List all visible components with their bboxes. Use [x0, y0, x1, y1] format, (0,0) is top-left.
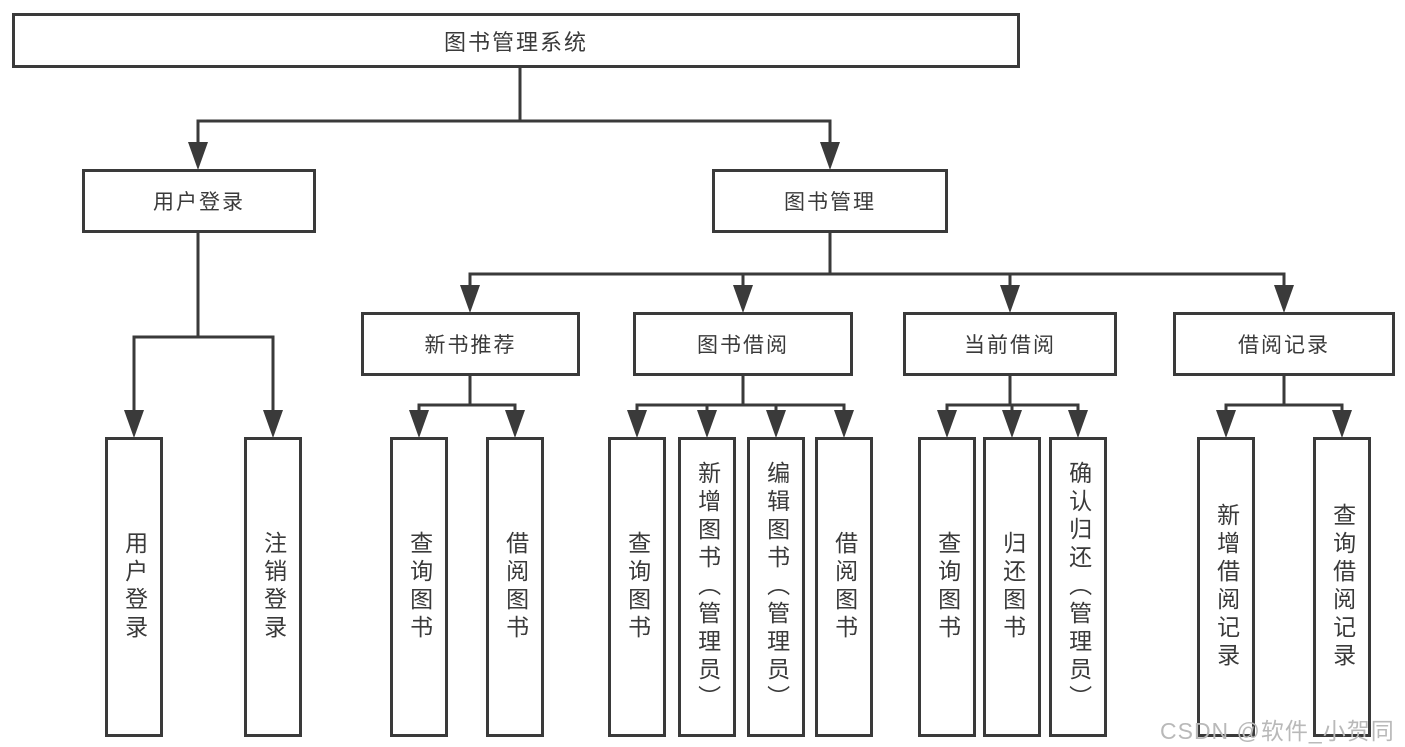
arrowhead-down — [1332, 410, 1352, 438]
leaf-borrow-books-borrow: 借阅图书 — [815, 437, 873, 737]
arrowhead-down — [505, 410, 525, 438]
node-current-borrow: 当前借阅 — [903, 312, 1117, 376]
arrowhead-down — [697, 410, 717, 438]
connector-user-login-to-leaves — [124, 230, 283, 438]
leaf-borrow-books-recommend: 借阅图书 — [486, 437, 544, 737]
connector-root-to-level2 — [188, 64, 840, 170]
arrowhead-down — [1216, 410, 1236, 438]
node-book-borrow: 图书借阅 — [633, 312, 853, 376]
node-user-login: 用户登录 — [82, 169, 316, 233]
connector-line — [468, 230, 1286, 291]
connector-line — [635, 373, 846, 416]
leaf-label: 确认归还（管理员） — [1065, 461, 1092, 713]
leaf-edit-books-admin: 编辑图书（管理员） — [747, 437, 805, 737]
node-book-management: 图书管理 — [712, 169, 948, 233]
arrowhead-down — [937, 410, 957, 438]
node-borrow-records: 借阅记录 — [1173, 312, 1395, 376]
leaf-label: 查询图书 — [624, 531, 651, 643]
node-new-book-recommend: 新书推荐 — [361, 312, 580, 376]
leaf-add-borrow-record: 新增借阅记录 — [1197, 437, 1255, 737]
connector-borrow-records-to-leaves — [1216, 373, 1352, 438]
leaf-label: 查询图书 — [934, 531, 961, 643]
arrowhead-down — [1000, 285, 1020, 313]
leaf-logout-login: 注销登录 — [244, 437, 302, 737]
leaf-query-books-borrow: 查询图书 — [608, 437, 666, 737]
arrowhead-down — [733, 285, 753, 313]
connector-book-management-to-level3 — [460, 230, 1294, 313]
leaf-confirm-return-admin: 确认归还（管理员） — [1049, 437, 1107, 737]
leaf-label: 注销登录 — [260, 531, 287, 643]
leaf-label: 归还图书 — [999, 531, 1026, 643]
leaf-label: 新增图书（管理员） — [694, 461, 721, 713]
connector-line — [417, 373, 517, 416]
connector-current-borrow-to-leaves — [937, 373, 1088, 438]
leaf-label: 查询图书 — [406, 531, 433, 643]
arrowhead-down — [766, 410, 786, 438]
leaf-query-borrow-record: 查询借阅记录 — [1313, 437, 1371, 737]
leaf-query-books-recommend: 查询图书 — [390, 437, 448, 737]
arrowhead-down — [124, 410, 144, 438]
connector-new-book-recommend-to-leaves — [409, 373, 525, 438]
leaf-label: 借阅图书 — [502, 531, 529, 643]
node-library-management-system: 图书管理系统 — [12, 13, 1020, 68]
connector-line — [1224, 373, 1344, 416]
arrowhead-down — [460, 285, 480, 313]
leaf-label: 新增借阅记录 — [1213, 503, 1240, 671]
leaf-label: 查询借阅记录 — [1329, 503, 1356, 671]
connector-line — [132, 230, 275, 416]
leaf-label: 用户登录 — [121, 531, 148, 643]
leaf-label: 借阅图书 — [831, 531, 858, 643]
leaf-add-books-admin: 新增图书（管理员） — [678, 437, 736, 737]
arrowhead-down — [627, 410, 647, 438]
connector-line — [945, 373, 1080, 416]
arrowhead-down — [1002, 410, 1022, 438]
arrowhead-down — [188, 142, 208, 170]
leaf-label: 编辑图书（管理员） — [763, 461, 790, 713]
arrowhead-down — [834, 410, 854, 438]
leaf-return-books: 归还图书 — [983, 437, 1041, 737]
arrowhead-down — [1274, 285, 1294, 313]
arrowhead-down — [409, 410, 429, 438]
connector-line — [196, 64, 832, 148]
connector-book-borrow-to-leaves — [627, 373, 854, 438]
arrowhead-down — [263, 410, 283, 438]
leaf-query-books-current: 查询图书 — [918, 437, 976, 737]
arrowhead-down — [820, 142, 840, 170]
arrowhead-down — [1068, 410, 1088, 438]
leaf-user-login: 用户登录 — [105, 437, 163, 737]
